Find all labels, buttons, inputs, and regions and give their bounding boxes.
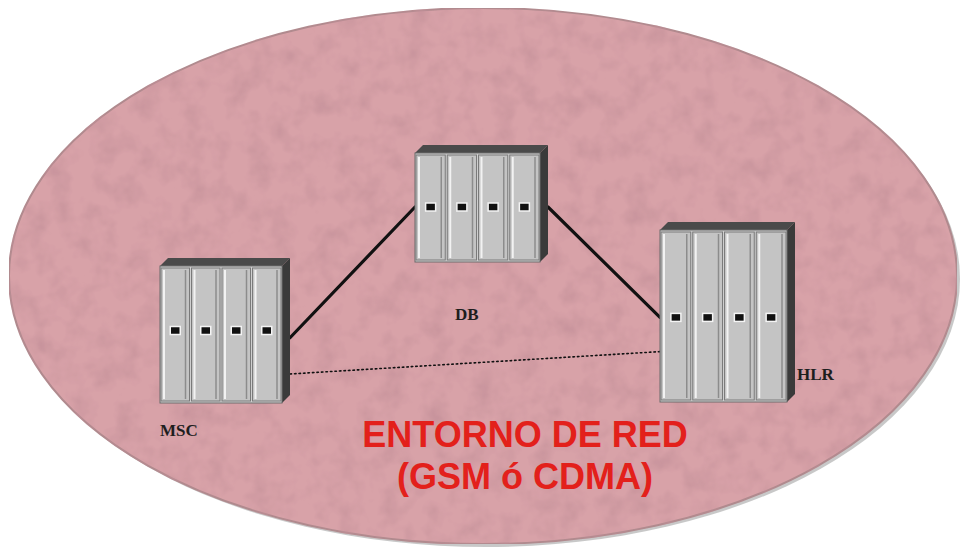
server-rack: HLR [660,222,795,402]
panel-groove [686,234,688,398]
region-title: ENTORNO DE RED (GSM ó CDMA) [335,414,715,498]
rack-panel [192,268,221,401]
panel-highlight [255,270,257,399]
panel-highlight [418,157,420,258]
rack-panel [661,232,691,400]
rack-port [519,203,529,211]
panel-groove [185,270,187,399]
rack-panel [479,155,508,260]
panel-groove [718,234,720,398]
rack-port [262,327,272,335]
rack-label: HLR [797,365,834,385]
rack-front [660,230,787,402]
panel-highlight [758,234,760,398]
rack-panel [756,232,786,400]
link-line [548,207,660,317]
panel-highlight [194,270,196,399]
panel-highlight [449,157,451,258]
rack-front [160,266,282,403]
rack-top [660,222,795,230]
panel-highlight [695,234,697,398]
rack-label: MSC [160,421,198,441]
panel-groove [781,234,783,398]
panel-highlight [163,270,165,399]
rack-panel [416,155,445,260]
panel-highlight [512,157,514,258]
panel-groove [503,157,505,258]
rack-icon [160,258,290,403]
rack-panel [161,268,190,401]
rack-panel [725,232,755,400]
rack-port [426,203,436,211]
rack-panel [222,268,251,401]
region-fill [9,8,957,544]
panel-groove [246,270,248,399]
rack-panel [253,268,282,401]
rack-port [671,313,681,321]
rack-panel [693,232,723,400]
panel-highlight [481,157,483,258]
rack-side [282,258,290,403]
panel-groove [472,157,474,258]
panel-groove [276,270,278,399]
panel-highlight [727,234,729,398]
panel-highlight [224,270,226,399]
panel-groove [215,270,217,399]
rack-side [540,145,548,262]
network-region: ENTORNO DE RED (GSM ó CDMA) MSC DB HLR [5,4,961,548]
rack-port [170,327,180,335]
rack-top [160,258,290,266]
rack-top [415,145,548,153]
rack-port [703,313,713,321]
panel-groove [534,157,536,258]
rack-icon [660,222,795,402]
panel-highlight [663,234,665,398]
panel-groove [750,234,752,398]
rack-icon [415,145,548,262]
link-line [290,207,415,338]
rack-port [231,327,241,335]
dotted-link [290,352,660,374]
rack-side [787,222,795,402]
server-rack: MSC [160,258,290,403]
rack-panel [510,155,539,260]
server-rack: DB [415,145,548,262]
rack-port [766,313,776,321]
rack-label: DB [455,305,479,325]
rack-panel [447,155,476,260]
rack-port [488,203,498,211]
rack-port [457,203,467,211]
rack-front [415,153,540,262]
rack-port [734,313,744,321]
panel-groove [441,157,443,258]
rack-port [201,327,211,335]
